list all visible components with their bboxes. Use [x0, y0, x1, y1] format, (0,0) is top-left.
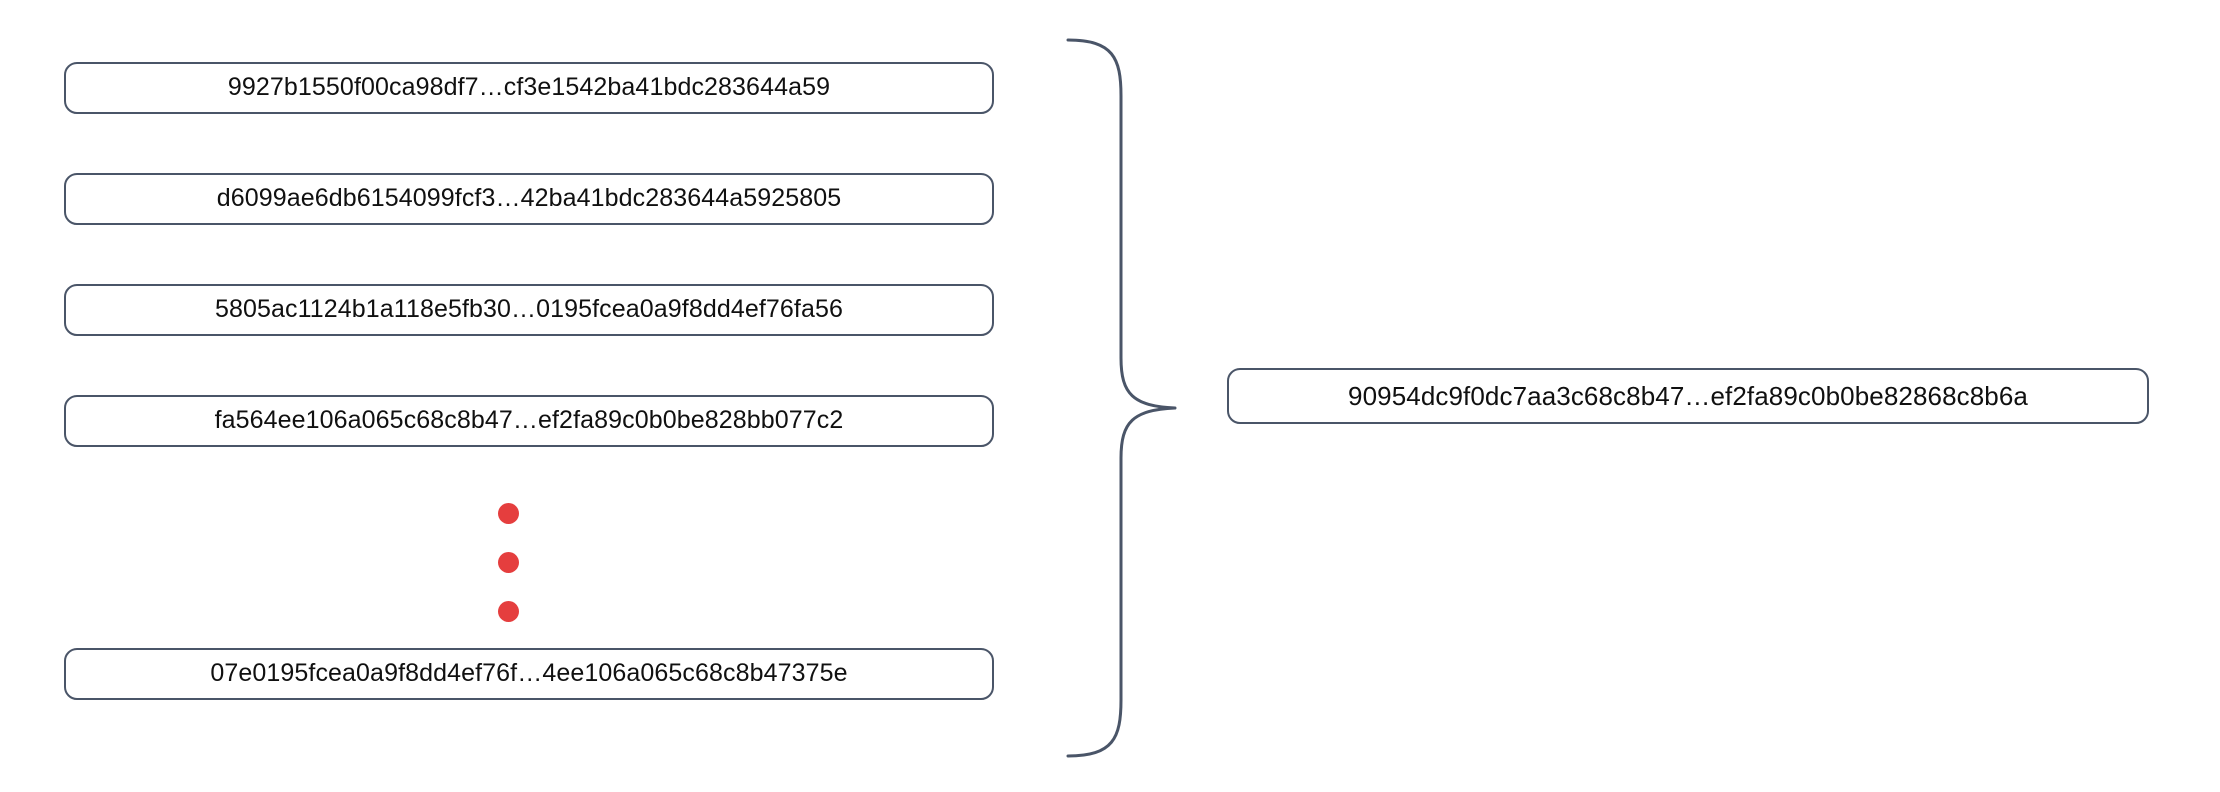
- aggregated-hash-text: 90954dc9f0dc7aa3c68c8b47…ef2fa89c0b0be82…: [1348, 380, 2028, 411]
- vertical-ellipsis-icon: [498, 503, 524, 623]
- ellipsis-dot-3: [498, 601, 519, 622]
- aggregated-hash-box[interactable]: 90954dc9f0dc7aa3c68c8b47…ef2fa89c0b0be82…: [1227, 368, 2149, 424]
- ellipsis-dot-1: [498, 503, 519, 524]
- input-hash-text-0: 9927b1550f00ca98df7…cf3e1542ba41bdc28364…: [227, 73, 831, 101]
- input-hash-text-1: d6099ae6db6154099fcf3…42ba41bdc283644a59…: [216, 184, 842, 212]
- input-hash-text-2: 5805ac1124b1a118e5fb30…0195fcea0a9f8dd4e…: [215, 295, 843, 323]
- input-hash-box-last[interactable]: 07e0195fcea0a9f8dd4ef76f…4ee106a065c68c8…: [64, 648, 994, 700]
- input-hash-box-0[interactable]: 9927b1550f00ca98df7…cf3e1542ba41bdc28364…: [64, 62, 994, 114]
- curly-brace-icon: [1055, 28, 1195, 768]
- input-hash-box-1[interactable]: d6099ae6db6154099fcf3…42ba41bdc283644a59…: [64, 173, 994, 225]
- input-hash-box-3[interactable]: fa564ee106a065c68c8b47…ef2fa89c0b0be828b…: [64, 395, 994, 447]
- input-hash-text-3: fa564ee106a065c68c8b47…ef2fa89c0b0be828b…: [214, 406, 844, 434]
- input-hash-text-last: 07e0195fcea0a9f8dd4ef76f…4ee106a065c68c8…: [210, 659, 848, 687]
- ellipsis-dot-2: [498, 552, 519, 573]
- input-hash-box-2[interactable]: 5805ac1124b1a118e5fb30…0195fcea0a9f8dd4e…: [64, 284, 994, 336]
